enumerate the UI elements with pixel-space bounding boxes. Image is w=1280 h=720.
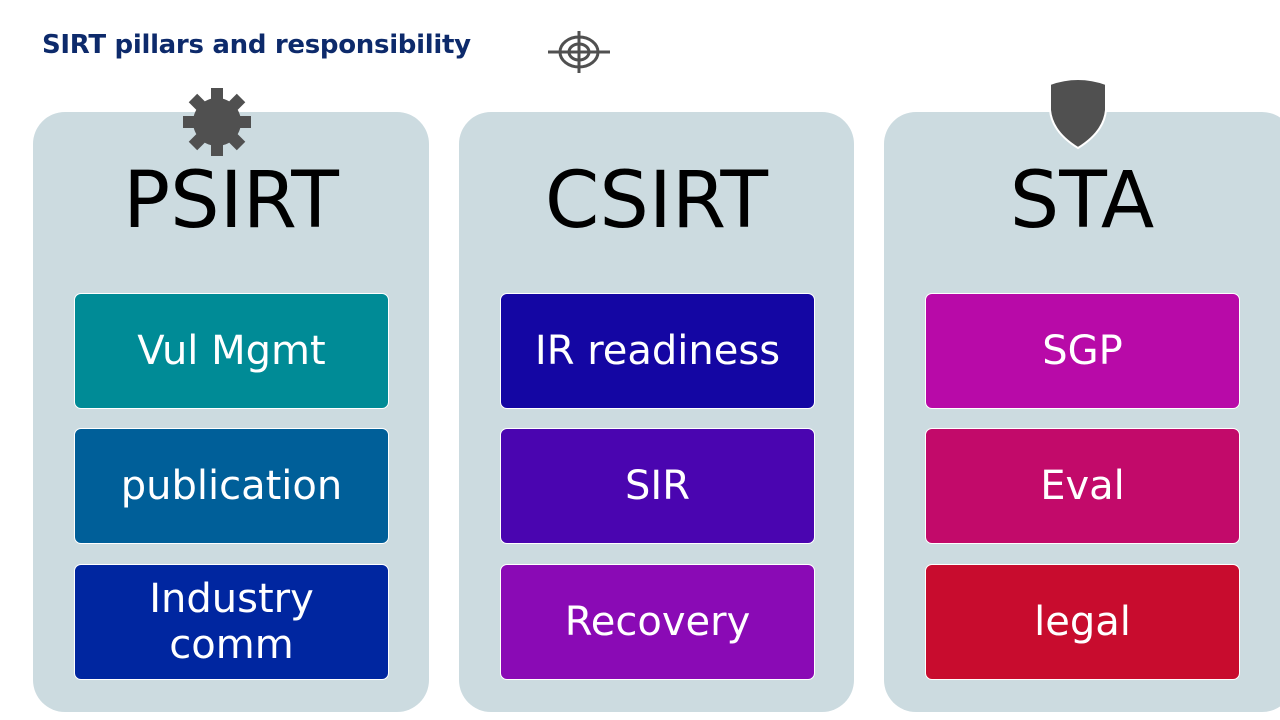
responsibility-label: Eval	[1040, 463, 1125, 509]
pillar-sta: STA SGP Eval legal	[884, 112, 1280, 712]
responsibility-box: SGP	[925, 293, 1240, 409]
responsibility-box: publication	[74, 428, 389, 544]
responsibility-box: Eval	[925, 428, 1240, 544]
shield-icon	[1049, 78, 1107, 150]
responsibility-box: legal	[925, 564, 1240, 680]
responsibility-box: Recovery	[500, 564, 815, 680]
responsibility-label: publication	[120, 463, 343, 509]
responsibility-box: Industry comm	[74, 564, 389, 680]
responsibility-label: SIR	[625, 463, 690, 509]
pillar-psirt: PSIRT Vul Mgmt publication Industry comm	[33, 112, 429, 712]
slide-title: SIRT pillars and responsibility	[42, 30, 471, 60]
responsibility-label: IR readiness	[534, 328, 781, 374]
responsibility-label: Industry comm	[149, 576, 314, 668]
responsibility-box: Vul Mgmt	[74, 293, 389, 409]
responsibility-label: legal	[1034, 599, 1131, 645]
responsibility-label: Vul Mgmt	[137, 328, 326, 374]
gear-icon	[183, 88, 251, 156]
responsibility-label: Recovery	[564, 599, 751, 645]
target-icon	[548, 31, 610, 73]
responsibility-label: SGP	[1042, 328, 1123, 374]
responsibility-box: IR readiness	[500, 293, 815, 409]
responsibility-box: SIR	[500, 428, 815, 544]
pillar-title: STA	[1009, 156, 1155, 246]
pillar-title: PSIRT	[123, 156, 339, 246]
pillar-csirt: CSIRT IR readiness SIR Recovery	[459, 112, 854, 712]
pillar-title: CSIRT	[544, 156, 769, 246]
